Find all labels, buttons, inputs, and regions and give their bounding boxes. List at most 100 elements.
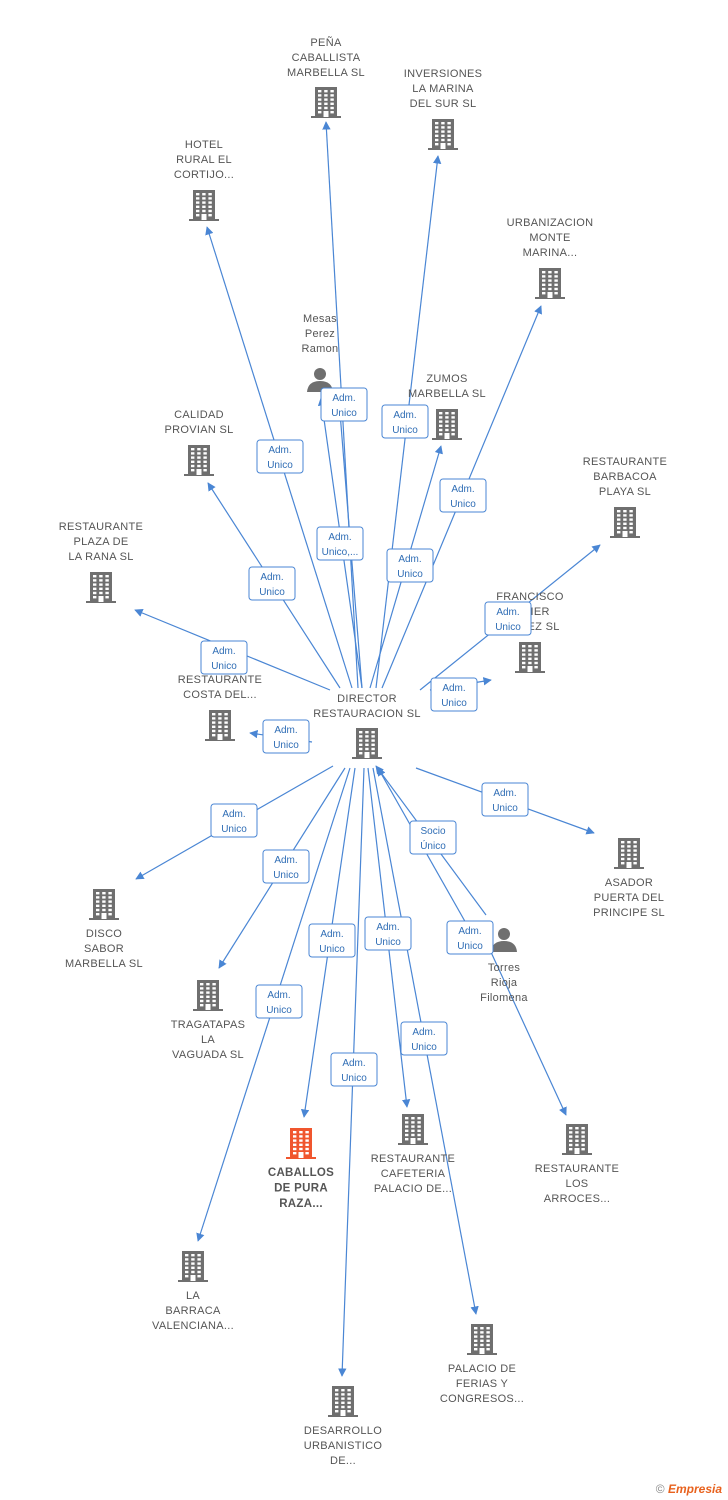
edge-badge-text: Adm. [398,554,421,565]
edge-role-badge[interactable]: Adm.Unico [262,719,310,754]
copyright-icon: © [655,1482,665,1496]
edge-badge-text: Unico [450,499,476,510]
node-label: LA MARINA [412,83,474,95]
building-icon [467,1324,497,1355]
edge-badge-text: Adm. [328,532,351,543]
node-label: RAZA... [279,1198,323,1210]
node-label: RESTAURANTE [535,1163,619,1175]
edge-role-badge[interactable]: Adm. Unico [364,916,412,951]
edge-badge-text: Unico [273,740,299,751]
edge-badge-text: Adm. [458,926,481,937]
brand-logo[interactable]: Empresia [667,1482,722,1496]
edge-role-badge[interactable]: Adm. Unico [484,601,532,636]
node-label: MARBELLA SL [408,388,486,400]
edge-role-badge[interactable]: Adm.Unico [439,478,487,513]
building-icon [398,1114,428,1145]
edge-role-badge[interactable]: Adm.Unico [320,387,368,422]
node-label: VALENCIANA... [152,1320,234,1332]
node-label: MARINA... [523,247,578,259]
building-icon [328,1386,358,1417]
node-label: URBANIZACION [507,217,594,229]
node-label: LA [186,1290,200,1302]
node-arroces[interactable]: RESTAURANTELOSARROCES... [535,1124,619,1205]
node-label: ARROCES... [544,1193,611,1205]
edge-badge-text: Adm. [496,607,519,618]
node-label: PUERTA DEL [594,892,664,904]
edge-role-badge[interactable]: Adm.Unico [210,803,258,838]
node-label: CABALLOS [268,1167,334,1179]
node-label: RURAL EL [176,154,232,166]
person-icon [491,928,517,952]
edge-role-badge[interactable]: Adm.Unico [255,984,303,1019]
edge-role-badge[interactable]: Adm.Unico [262,849,310,884]
edge-badge-text: Unico [375,937,401,948]
node-barraca[interactable]: LABARRACAVALENCIANA... [152,1251,234,1332]
node-label: RESTAURANTE [583,456,667,468]
edge-role-badge[interactable]: Adm. Unico [330,1052,378,1087]
edge-badge-text: Unico [411,1042,437,1053]
node-label: Filomena [480,992,528,1004]
edge-badge-box [320,387,368,422]
building-icon [205,710,235,741]
edge-badge-text: Adm. [342,1058,365,1069]
edge-badge-text: Unico [392,425,418,436]
edge-badge-text: Unico [495,622,521,633]
edge-role-badge[interactable]: Adm.Unico [381,404,429,439]
edge-badge-box [256,439,304,474]
edge-role-badge[interactable]: Adm.Unico [308,923,356,958]
edge-role-badge[interactable]: Adm.Unico [400,1021,448,1056]
edge-badge-text: Unico [267,460,293,471]
edge-role-badge[interactable]: Adm.Unico [256,439,304,474]
edge-role-badge[interactable]: Adm.Unico [200,640,248,675]
node-label: PRINCIPE SL [593,907,665,919]
footer: © Empresia [656,1482,722,1496]
node-desarrollo[interactable]: DESARROLLOURBANISTICODE... [304,1386,383,1467]
edge-badge-box [262,849,310,884]
edge-role-badge[interactable]: Adm. Unico [446,920,494,955]
edge-role-badge[interactable]: Adm.Unico [481,782,529,817]
edge-badge-box [430,677,478,712]
edge-badge-text: Unico [319,944,345,955]
building-icon [535,268,565,299]
edge-role-badge[interactable]: Adm. Unico,... [316,526,364,561]
node-label: DE... [330,1455,356,1467]
node-label: CALIDAD [174,409,224,421]
node-label: RESTAURANTE [59,521,143,533]
edge-role-badge[interactable]: Adm.Unico [248,566,296,601]
building-icon [184,445,214,476]
node-label: COSTA DEL... [183,689,257,701]
edge-badge-text: Unico [441,698,467,709]
building-icon [286,1128,316,1159]
node-label: PLAZA DE [74,536,129,548]
node-urbanizacion[interactable]: URBANIZACIONMONTEMARINA... [507,217,594,299]
edge-badge-text: Unico [457,941,483,952]
edge-role-badge[interactable]: Adm.Unico [386,548,434,583]
edge-badge-text: Unico,... [322,547,359,558]
edge-badge-text: Adm. [376,922,399,933]
node-asador[interactable]: ASADOR PUERTA DEL PRINCIPE SL [593,838,665,919]
node-label: ASADOR [605,877,653,889]
node-label: PEÑA [310,36,342,49]
edge-badge-text: Unico [341,1073,367,1084]
edge-badge-box [330,1052,378,1087]
edge-role-badge[interactable]: Adm.Unico [430,677,478,712]
